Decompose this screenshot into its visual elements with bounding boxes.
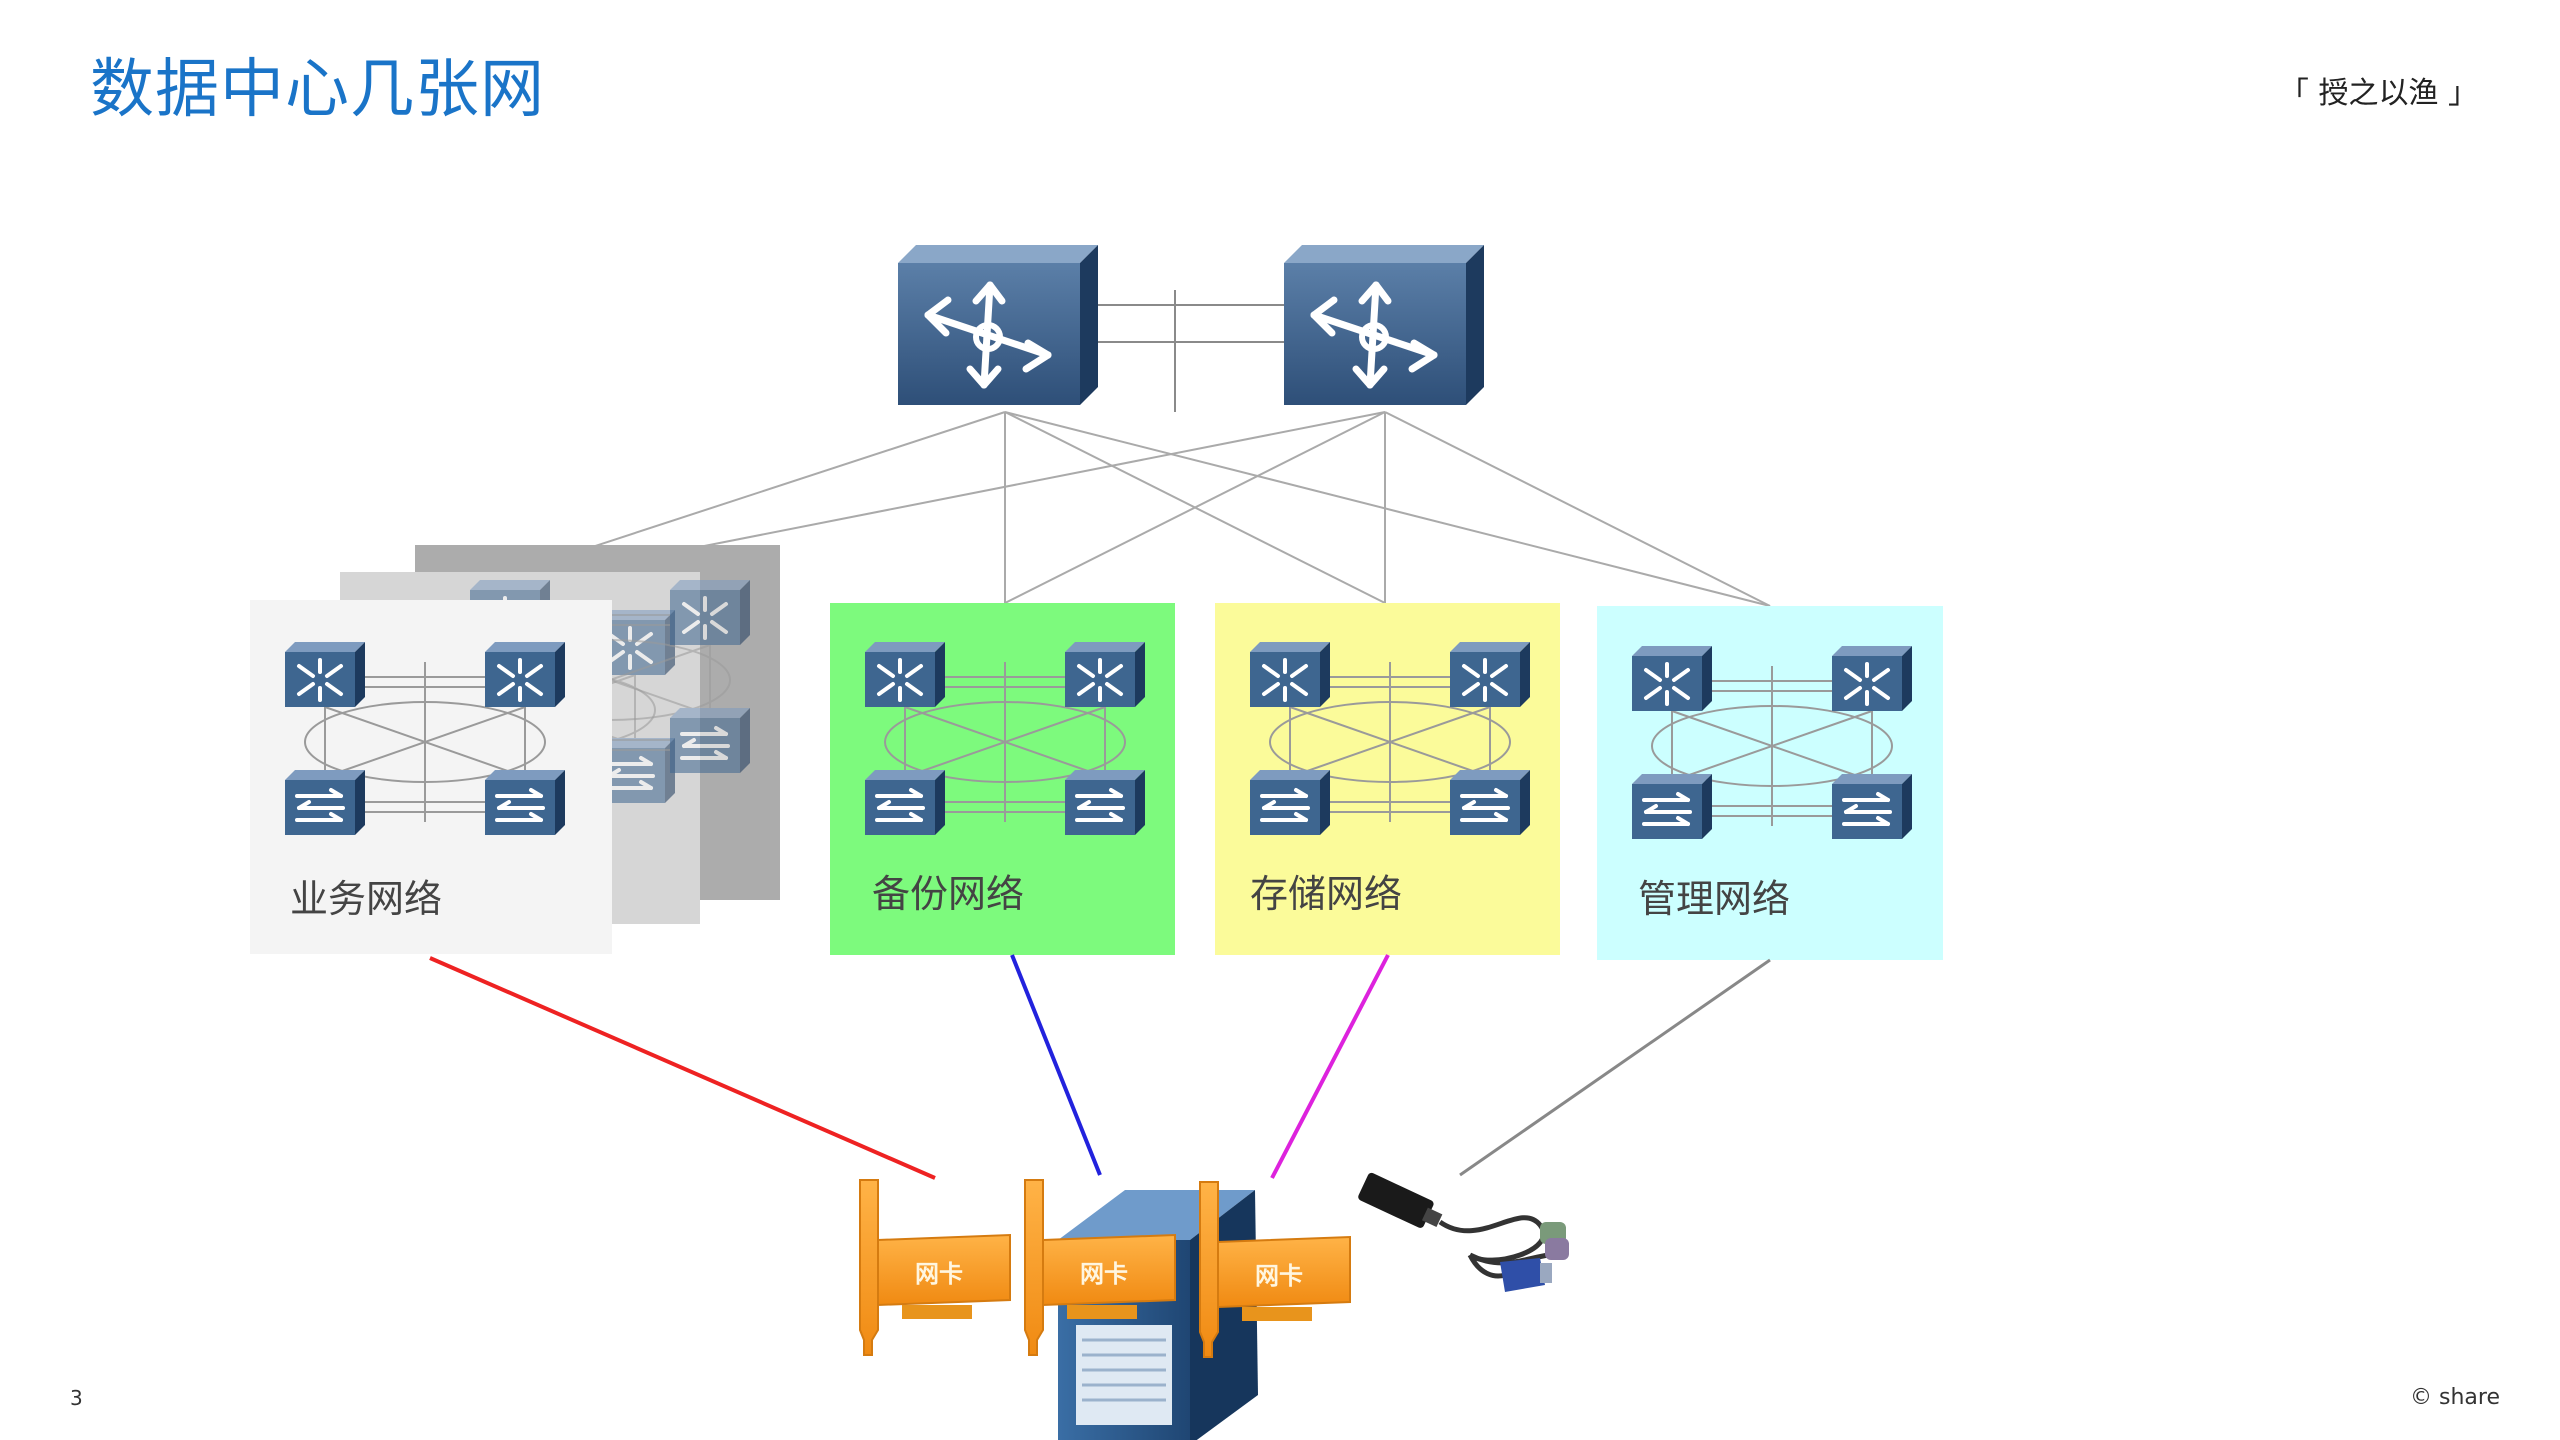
business-link <box>429 956 936 1180</box>
core-interconnect <box>1098 290 1284 412</box>
management-link <box>1459 958 1771 1177</box>
tagline: 「 授之以渔 」 <box>2278 76 2478 111</box>
page-title: 数据中心几张网 <box>90 53 545 127</box>
page-number: 3 <box>70 1386 83 1410</box>
core-router-right <box>1284 245 1484 405</box>
nic-card-3: 网卡 <box>1199 1181 1351 1358</box>
core-router-left <box>898 245 1098 405</box>
storage-network-label: 存储网络 <box>1250 872 1402 916</box>
copyright-text: © share <box>2410 1385 2500 1410</box>
svg-text:网卡: 网卡 <box>1080 1260 1128 1288</box>
backup-network-label: 备份网络 <box>872 872 1024 916</box>
svg-text:网卡: 网卡 <box>1255 1262 1303 1290</box>
svg-text:网卡: 网卡 <box>915 1260 963 1288</box>
nic-card-2: 网卡 <box>1024 1179 1176 1356</box>
kvm-cable-icon <box>1358 1172 1569 1292</box>
backup-link <box>1010 954 1102 1176</box>
business-network-label: 业务网络 <box>290 877 442 921</box>
management-network-label: 管理网络 <box>1638 877 1790 921</box>
nic-card-1: 网卡 <box>859 1179 1011 1356</box>
storage-link <box>1270 954 1390 1179</box>
